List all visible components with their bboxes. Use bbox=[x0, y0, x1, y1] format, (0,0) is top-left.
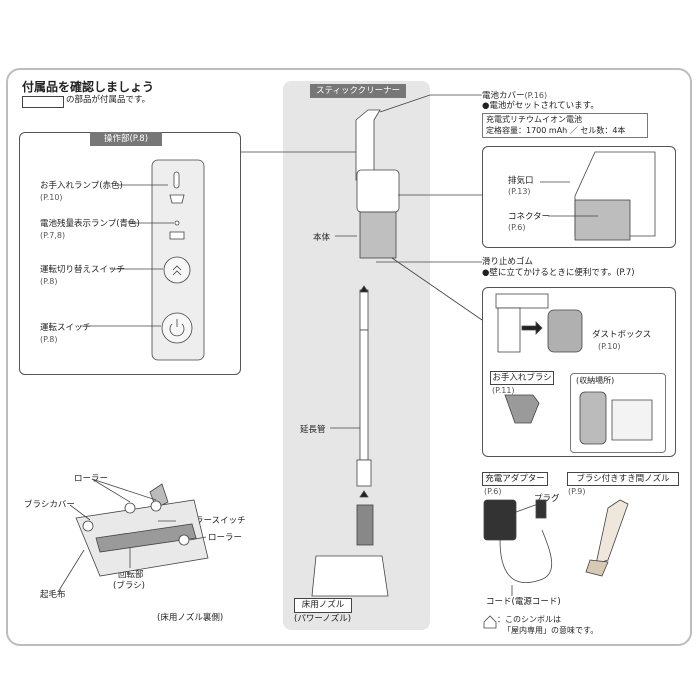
care-brush-tag: お手入れブラシ bbox=[490, 371, 554, 385]
floor-nozzle-sub: (パワーノズル) bbox=[294, 614, 352, 624]
arrow-right-icon bbox=[521, 321, 543, 335]
plug-shape bbox=[535, 499, 547, 519]
roller-right-label: ローラー bbox=[208, 533, 243, 543]
roller-top-label: ローラー bbox=[74, 474, 109, 484]
mode-switch-ref: (P.8) bbox=[40, 277, 58, 286]
control-panel-tag: 操作部(P.8) bbox=[90, 132, 162, 146]
storage-subpanel bbox=[570, 373, 666, 453]
stick-cleaner-tag: スティッククリーナー bbox=[310, 84, 407, 98]
care-lamp-icon bbox=[173, 171, 180, 189]
adapter-shape bbox=[483, 499, 517, 541]
care-brush-shape bbox=[504, 394, 540, 424]
indoor-symbol-note-1: ：このシンボルは bbox=[497, 615, 561, 624]
adapter-ref: (P.6) bbox=[484, 487, 502, 496]
power-switch-label: 運転スイッチ bbox=[40, 323, 92, 333]
crevice-nozzle-shape bbox=[595, 499, 629, 565]
floor-nozzle-shape bbox=[311, 555, 389, 597]
care-brush-label: お手入れブラシ bbox=[492, 373, 552, 383]
adapter-tag: 充電アダプター bbox=[482, 472, 548, 486]
power-icon bbox=[169, 319, 185, 337]
roller-right-icon bbox=[178, 534, 190, 546]
crevice-nozzle-ref: (P.9) bbox=[568, 487, 586, 496]
nozzle-back-caption: (床用ノズル裏側) bbox=[157, 613, 224, 623]
battery-lamp-ref: (P.7,8) bbox=[40, 231, 66, 240]
mode-switch-label: 運転切り替えスイッチ bbox=[40, 265, 126, 275]
raised-cloth-label: 起毛布 bbox=[40, 590, 66, 600]
body-label: 本体 bbox=[313, 233, 331, 243]
dustbox-ref: (P.10) bbox=[598, 342, 621, 351]
battery-lamp-icon bbox=[174, 220, 180, 226]
main-body-shape bbox=[356, 169, 400, 213]
roller-left-icon bbox=[82, 520, 94, 532]
nozzle-neck-shape bbox=[356, 504, 374, 546]
battery-spec-line2: 定格容量：1700 mAh ／ セル数：4本 bbox=[486, 126, 626, 135]
rotating-part-label: 回転部 bbox=[118, 570, 144, 580]
handle-shape bbox=[355, 109, 381, 181]
battery-lamp-label: 電池残量表示ランプ(青色) bbox=[40, 219, 140, 229]
exhaust-dustbox-shape bbox=[574, 199, 631, 241]
power-switch-button bbox=[161, 312, 193, 344]
plug-label: プラグ bbox=[534, 494, 560, 504]
page-title: 付属品を確認しましょう bbox=[22, 80, 155, 94]
battery-note: ●電池がセットされています。 bbox=[482, 101, 599, 111]
floor-nozzle-label: 床用ノズル bbox=[301, 600, 345, 610]
battery-spec-line1: 充電式リチウムイオン電池 bbox=[486, 115, 582, 124]
exhaust-label: 排気口 bbox=[508, 176, 534, 186]
battery-icon bbox=[169, 231, 185, 240]
dustbin-icon bbox=[169, 194, 185, 204]
adapter-label: 充電アダプター bbox=[485, 474, 545, 484]
roller-switch-label: ローラースイッチ bbox=[178, 516, 246, 526]
mode-chevron-icon bbox=[172, 265, 182, 276]
accessory-legend-text: の部品が付属品です。 bbox=[66, 95, 151, 105]
brush-cover-label: ブラシカバー bbox=[24, 500, 75, 510]
dust-panel-body-shape bbox=[495, 293, 549, 309]
connector-ref: (P.6) bbox=[508, 223, 526, 232]
indoor-house-icon bbox=[483, 615, 497, 629]
care-lamp-ref: (P.10) bbox=[40, 193, 63, 202]
exhaust-ref: (P.13) bbox=[508, 187, 531, 196]
battery-cover-ref: (P.16) bbox=[524, 91, 548, 100]
pipe-label: 延長管 bbox=[300, 425, 326, 435]
extension-pipe-shape bbox=[359, 329, 369, 461]
floor-nozzle-tag: 床用ノズル bbox=[294, 598, 352, 613]
connector-label: コネクター bbox=[508, 212, 551, 222]
indoor-symbol-note-2: 「屋内専用」の意味です。 bbox=[503, 626, 599, 635]
control-panel-ref: (P.8) bbox=[129, 134, 149, 144]
pipe-lower-shape bbox=[356, 459, 372, 487]
arrow-up-icon-2 bbox=[359, 490, 369, 498]
cord-shape bbox=[499, 529, 553, 583]
crevice-nozzle-label: ブラシ付きすき間ノズル bbox=[576, 474, 670, 484]
page-frame bbox=[6, 68, 692, 646]
crevice-nozzle-tag: ブラシ付きすき間ノズル bbox=[567, 472, 679, 486]
pipe-joint-shape bbox=[359, 289, 369, 331]
battery-spec-box bbox=[482, 113, 648, 138]
care-brush-ref: (P.11) bbox=[492, 386, 515, 395]
cord-label: コード(電源コード) bbox=[486, 597, 561, 607]
storage-dustbox-shape bbox=[579, 391, 607, 445]
arrow-up-icon bbox=[359, 285, 369, 293]
battery-cover-name: 電池カバー bbox=[482, 91, 525, 101]
mode-switch-button bbox=[163, 256, 191, 284]
dust-box-shape bbox=[359, 211, 397, 259]
rotating-part-sub: (ブラシ) bbox=[113, 581, 145, 591]
care-lamp-label: お手入れランプ(赤色) bbox=[40, 181, 123, 191]
brush-roll-shape bbox=[95, 523, 197, 553]
battery-cover-label: 電池カバー(P.16) bbox=[482, 90, 547, 102]
dustbox-label: ダストボックス bbox=[592, 330, 652, 340]
power-switch-ref: (P.8) bbox=[40, 335, 58, 344]
dustbox-shape bbox=[547, 309, 583, 353]
storage-label: (収納場所) bbox=[576, 376, 615, 385]
rubber-label: 滑り止めゴム bbox=[482, 257, 534, 267]
control-panel-title: 操作部 bbox=[103, 134, 130, 144]
rubber-note: ●壁に立てかけるときに便利です。(P.7) bbox=[482, 268, 635, 278]
accessory-legend-box bbox=[22, 96, 64, 108]
